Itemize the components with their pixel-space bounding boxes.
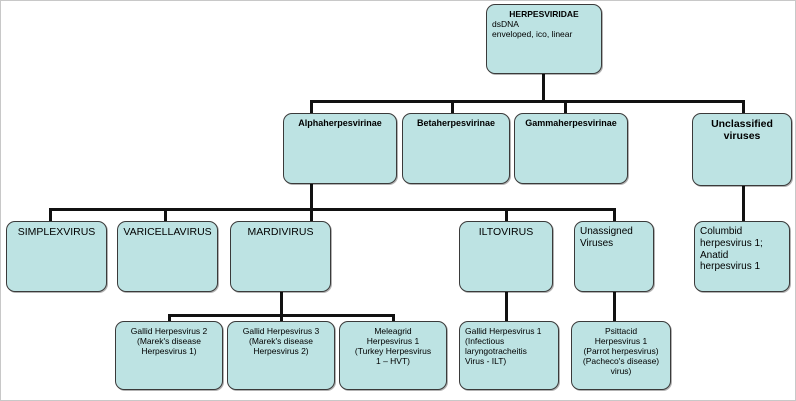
node-betaherpesvirinae-label: Betaherpesvirinae bbox=[416, 118, 496, 128]
connector-to-varicellavirus bbox=[164, 208, 167, 221]
node-unassigned-viruses[interactable]: Unassigned Viruses bbox=[574, 221, 654, 292]
node-meleagrid-herpesvirus-1[interactable]: Meleagrid Herpesvirus 1 (Turkey Herpesvi… bbox=[339, 321, 447, 390]
node-gallid-herpesvirus-2[interactable]: Gallid Herpesvirus 2 (Marek's disease He… bbox=[115, 321, 223, 390]
connector-to-beta bbox=[451, 100, 454, 113]
node-varicellavirus-label: VARICELLAVIRUS bbox=[123, 226, 212, 238]
connector-to-meleagrid1 bbox=[392, 314, 395, 322]
connector-family-drop bbox=[542, 73, 545, 102]
node-gammaherpesvirinae-label: Gammaherpesvirinae bbox=[525, 118, 617, 128]
node-simplexvirus-label: SIMPLEXVIRUS bbox=[17, 226, 96, 238]
connector-to-mardivirus bbox=[310, 208, 313, 221]
node-herpesviridae-detail-2: enveloped, ico, linear bbox=[492, 29, 573, 40]
node-columbid-anatid[interactable]: Columbid herpesvirus 1; Anatid herpesvir… bbox=[694, 221, 790, 292]
connector-unassigned-to-psittacid1 bbox=[613, 292, 616, 321]
node-herpesviridae-detail-1: dsDNA bbox=[492, 19, 519, 30]
node-mardivirus-label: MARDIVIRUS bbox=[247, 226, 314, 238]
connector-to-gallid2 bbox=[168, 314, 171, 322]
connector-subfamily-bus bbox=[311, 100, 744, 103]
node-psittacid-herpesvirus-1[interactable]: Psittacid Herpesvirus 1 (Parrot herpesvi… bbox=[571, 321, 671, 390]
node-gallid-herpesvirus-3[interactable]: Gallid Herpesvirus 3 (Marek's disease He… bbox=[227, 321, 335, 390]
node-gammaherpesvirinae[interactable]: Gammaherpesvirinae bbox=[514, 113, 628, 184]
node-betaherpesvirinae[interactable]: Betaherpesvirinae bbox=[402, 113, 510, 184]
node-herpesviridae-title: HERPESVIRIDAE bbox=[509, 9, 579, 19]
connector-to-simplexvirus bbox=[49, 208, 52, 221]
node-unclassified-viruses[interactable]: Unclassified viruses bbox=[692, 113, 792, 186]
node-iltovirus[interactable]: ILTOVIRUS bbox=[459, 221, 553, 292]
node-psittacid-herpesvirus-1-label: Psittacid Herpesvirus 1 (Parrot herpesvi… bbox=[582, 326, 660, 377]
connector-mardivirus-drop bbox=[280, 292, 283, 321]
node-herpesviridae[interactable]: HERPESVIRIDAE dsDNA enveloped, ico, line… bbox=[486, 4, 602, 74]
connector-to-gamma bbox=[564, 100, 567, 113]
node-unclassified-viruses-label: Unclassified viruses bbox=[711, 118, 773, 143]
connector-genus-bus bbox=[49, 208, 616, 211]
connector-to-unassigned bbox=[613, 208, 616, 221]
node-gallid-herpesvirus-3-label: Gallid Herpesvirus 3 (Marek's disease He… bbox=[242, 326, 320, 357]
connector-to-alpha bbox=[310, 100, 313, 113]
node-gallid-herpesvirus-1-label: Gallid Herpesvirus 1 (Infectious laryngo… bbox=[465, 326, 542, 367]
connector-unclassified-to-columbid bbox=[742, 186, 745, 221]
node-varicellavirus[interactable]: VARICELLAVIRUS bbox=[117, 221, 218, 292]
node-alphaherpesvirinae[interactable]: Alphaherpesvirinae bbox=[283, 113, 397, 184]
connector-to-iltovirus bbox=[505, 208, 508, 221]
node-gallid-herpesvirus-2-label: Gallid Herpesvirus 2 (Marek's disease He… bbox=[130, 326, 208, 357]
node-gallid-herpesvirus-1[interactable]: Gallid Herpesvirus 1 (Infectious laryngo… bbox=[459, 321, 559, 390]
node-unassigned-viruses-label: Unassigned Viruses bbox=[580, 226, 633, 249]
connector-to-unclassified bbox=[742, 100, 745, 113]
connector-iltovirus-to-gallid1 bbox=[505, 292, 508, 321]
connector-to-gallid3 bbox=[280, 314, 283, 322]
node-alphaherpesvirinae-label: Alphaherpesvirinae bbox=[298, 118, 382, 128]
node-meleagrid-herpesvirus-1-label: Meleagrid Herpesvirus 1 (Turkey Herpesvi… bbox=[354, 326, 432, 367]
node-columbid-anatid-label: Columbid herpesvirus 1; Anatid herpesvir… bbox=[700, 226, 763, 273]
node-iltovirus-label: ILTOVIRUS bbox=[478, 226, 534, 238]
node-simplexvirus[interactable]: SIMPLEXVIRUS bbox=[6, 221, 107, 292]
connector-alpha-drop bbox=[310, 184, 313, 209]
node-mardivirus[interactable]: MARDIVIRUS bbox=[230, 221, 331, 292]
